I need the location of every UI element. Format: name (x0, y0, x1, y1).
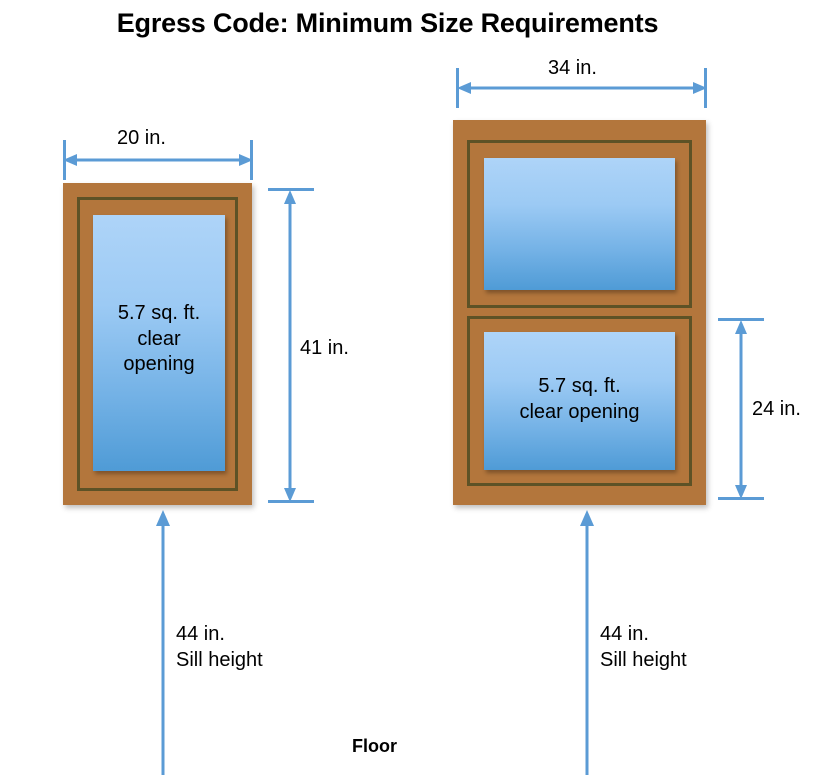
right-sill-line-1: 44 in. (600, 623, 649, 645)
casement-opening-line-1: 5.7 sq. ft. (117, 302, 201, 324)
left-sill-height-arrow (156, 510, 170, 775)
right-width-label: 34 in. (548, 57, 597, 79)
left-sill-line-1: 44 in. (176, 623, 225, 645)
double-hung-window-frame: 5.7 sq. ft. clear opening (453, 120, 706, 505)
right-height-label: 24 in. (752, 398, 801, 420)
double-hung-upper-glass (484, 158, 675, 290)
left-sill-line-2: Sill height (176, 649, 263, 672)
casement-opening-line-2: clear (137, 327, 181, 350)
left-height-arrow (284, 190, 296, 502)
left-width-arrow (63, 154, 253, 166)
left-height-extension-tick-top (268, 188, 314, 191)
floor-label: Floor (352, 736, 397, 756)
left-height-label: 41 in. (300, 337, 349, 359)
casement-opening-line-3: opening (123, 353, 195, 376)
double-hung-lower-glass: 5.7 sq. ft. clear opening (484, 332, 675, 470)
right-width-arrow (457, 82, 707, 94)
right-sill-height-label: 44 in. Sill height (600, 621, 687, 674)
page-title: Egress Code: Minimum Size Requirements (116, 8, 659, 38)
right-sill-height-arrow (580, 510, 594, 775)
left-sill-height-label: 44 in. Sill height (176, 621, 263, 674)
double-hung-opening-line-2: clear opening (519, 400, 640, 423)
left-width-label: 20 in. (117, 127, 166, 149)
right-sill-line-2: Sill height (600, 649, 687, 672)
double-hung-opening-line-1: 5.7 sq. ft. (538, 375, 621, 397)
right-height-arrow (735, 320, 747, 499)
double-hung-clear-opening-label: 5.7 sq. ft. clear opening (484, 374, 675, 425)
casement-window-glass: 5.7 sq. ft. clear opening (93, 215, 225, 471)
right-height-extension-tick-top (718, 318, 764, 321)
casement-window-frame: 5.7 sq. ft. clear opening (63, 183, 252, 505)
left-height-extension-tick-bottom (268, 500, 314, 503)
casement-clear-opening-label: 5.7 sq. ft. clear opening (93, 301, 225, 378)
